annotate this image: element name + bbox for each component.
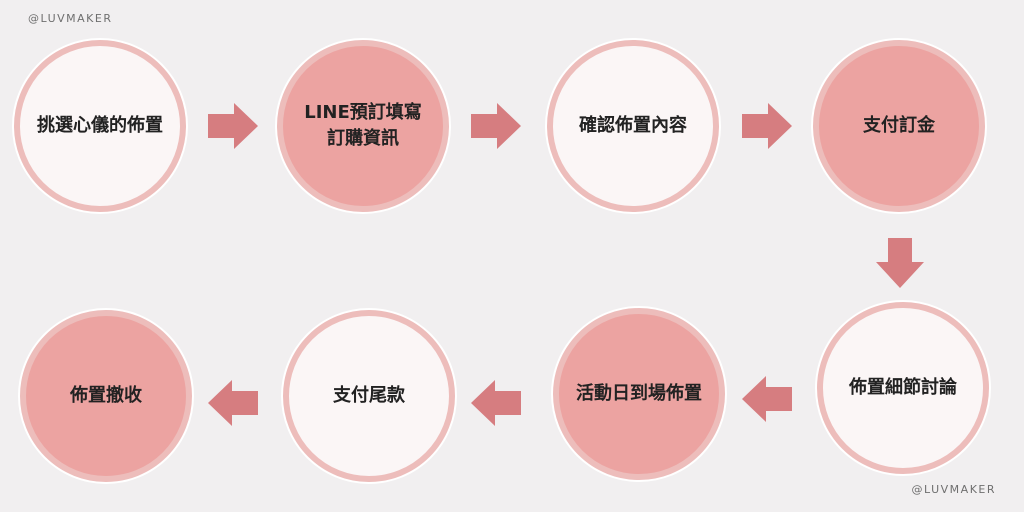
step-3-label: 確認佈置內容 [579,115,687,136]
step-6-circle: 活動日到場佈置 [553,308,725,480]
step-5-label: 佈置細節討論 [849,377,957,398]
arrow-right-icon [208,101,258,151]
step-8-circle: 佈置撤收 [20,310,192,482]
arrow-right-icon [742,101,792,151]
step-2-label: LINE預訂填寫 訂購資訊 [304,102,422,149]
arrow-left-icon [208,378,258,428]
step-2-circle: LINE預訂填寫 訂購資訊 [277,40,449,212]
arrow-left-icon [471,378,521,428]
arrow-right-icon [471,101,521,151]
arrow-down-icon [875,238,925,288]
step-4-label: 支付訂金 [863,115,935,136]
arrow-left-icon [742,374,792,424]
step-3-circle: 確認佈置內容 [547,40,719,212]
step-4-circle: 支付訂金 [813,40,985,212]
step-8-label: 佈置撤收 [70,385,142,406]
watermark-bottom: @LUVMAKER [911,483,996,496]
step-7-circle: 支付尾款 [283,310,455,482]
step-1-circle: 挑選心儀的佈置 [14,40,186,212]
step-7-label: 支付尾款 [333,385,405,406]
step-5-circle: 佈置細節討論 [817,302,989,474]
watermark-top: @LUVMAKER [28,12,113,25]
step-6-label: 活動日到場佈置 [576,383,702,404]
step-1-label: 挑選心儀的佈置 [37,115,163,136]
